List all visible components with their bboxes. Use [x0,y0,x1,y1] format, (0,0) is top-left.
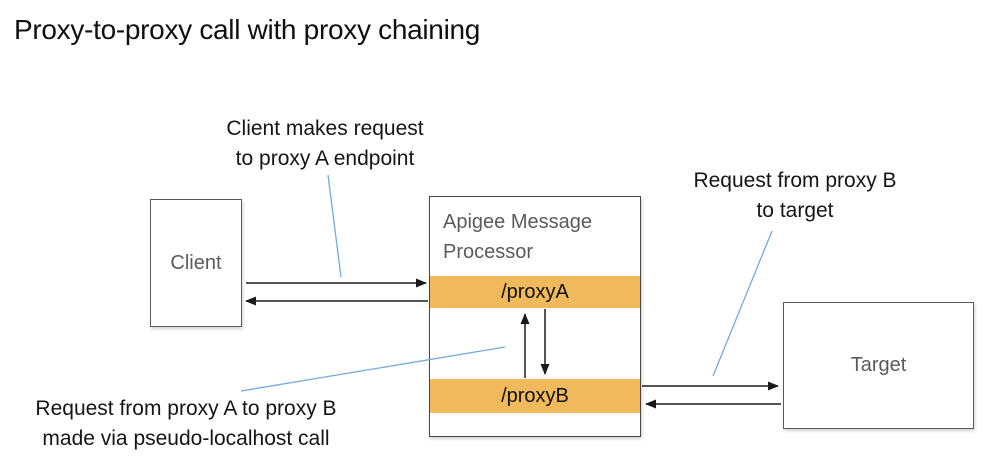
endpoint-proxy-a-label: /proxyA [501,280,569,303]
callout-line-proxy-b-to-target [712,230,773,377]
message-processor-node: Apigee Message Processor /proxyA /proxyB [429,196,641,437]
diagram-title: Proxy-to-proxy call with proxy chaining [14,14,481,45]
target-node-label: Target [850,354,907,376]
callout-line-client-request [327,174,342,278]
endpoint-proxy-b-label: /proxyB [501,384,569,407]
target-node: Target [783,302,974,429]
endpoint-proxy-a: /proxyA [430,276,640,308]
client-node-label: Client [170,251,222,274]
client-node: Client [150,199,242,327]
callout-proxy-b-to-target: Request from proxy B to target [693,169,897,222]
callout-proxy-a-to-proxy-b: Request from proxy A to proxy B made via… [35,397,337,450]
callout-client-request: Client makes request to proxy A endpoint [226,117,424,170]
message-processor-label: Apigee Message Processor [443,211,592,263]
endpoint-proxy-b: /proxyB [430,379,640,413]
